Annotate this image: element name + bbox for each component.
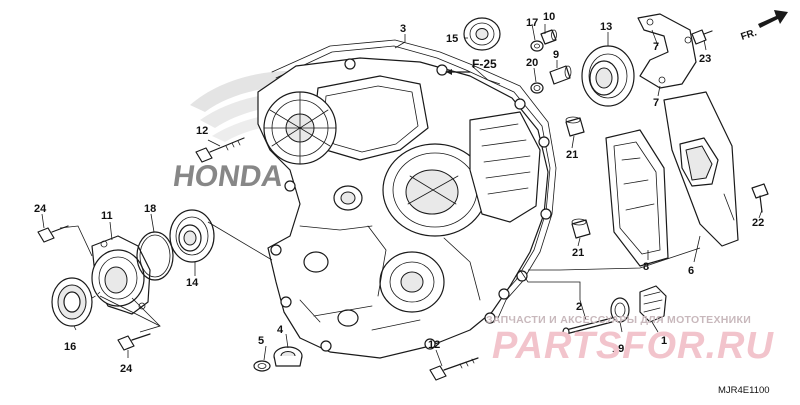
part-9-collar [549, 65, 572, 85]
part-1-sensor [639, 285, 667, 323]
callout-23: 23 [699, 53, 711, 65]
part-13-bearing [581, 45, 635, 107]
callout-19: 19 [612, 343, 624, 355]
callout-10: 10 [543, 11, 555, 23]
callout-2: 2 [576, 301, 582, 313]
callout-21-upper: 21 [566, 149, 578, 161]
callout-11: 11 [101, 210, 113, 222]
watermark: ЗАПЧАСТИ И АКСЕССУАРЫ ДЛЯ МОТОТЕХНИКИ PA… [486, 314, 774, 367]
part-21-dowel-lower [571, 218, 591, 239]
callout-24-upper: 24 [34, 203, 47, 215]
part-22-bolt [751, 183, 769, 213]
callout-numbers: 1 2 3 4 5 6 7 7 8 9 10 11 12 12 13 14 15… [34, 11, 764, 375]
callout-7-upper: 7 [653, 41, 659, 53]
direction-arrow-icon [758, 10, 788, 28]
callout-22: 22 [752, 217, 764, 229]
watermark-brand: PARTSFOR.RU [492, 325, 774, 367]
background-brand-text: HONDA [171, 160, 286, 193]
callout-16: 16 [64, 341, 76, 353]
part-10-dowel-pin [540, 29, 557, 45]
callout-15: 15 [446, 33, 458, 45]
callout-12-lower: 12 [428, 339, 440, 351]
part-23-bolt [691, 29, 713, 45]
part-3-gasket [271, 39, 557, 319]
part-8-gasket-plate [605, 129, 669, 267]
reference-f-25: F-25 [445, 57, 497, 75]
part-24-bolt-lower [117, 333, 151, 351]
watermark-tagline: ЗАПЧАСТИ И АКСЕССУАРЫ ДЛЯ МОТОТЕХНИКИ [486, 314, 751, 326]
callout-24-lower: 24 [120, 363, 133, 375]
direction-label: FR. [740, 27, 759, 43]
callout-8: 8 [643, 261, 649, 273]
part-4-fitting [273, 346, 303, 367]
part-7-bracket [637, 13, 697, 89]
callout-17: 17 [526, 17, 538, 29]
callout-4: 4 [277, 324, 284, 336]
part-21-dowel-upper [565, 116, 585, 137]
part-15-bearing [463, 17, 501, 51]
callout-3: 3 [400, 23, 406, 35]
callout-6: 6 [688, 265, 694, 277]
callout-20: 20 [526, 57, 538, 69]
part-20-o-ring [530, 82, 544, 94]
part-12-bolt-upper [195, 137, 245, 163]
part-5-o-ring [253, 360, 271, 372]
callout-9: 9 [553, 49, 559, 61]
part-24-bolt-left [37, 225, 69, 243]
callout-13: 13 [600, 21, 612, 33]
background-logo-text: HONDA [171, 160, 286, 193]
drawing-code: MJR4E1100 [718, 385, 770, 396]
part-11-bearing-housing [91, 235, 151, 315]
callout-1: 1 [661, 335, 667, 347]
callout-5: 5 [258, 335, 264, 347]
reference-label: F-25 [472, 57, 497, 71]
part-14-bearing [169, 209, 215, 263]
crankcase-cover [257, 57, 552, 359]
callout-21-lower: 21 [572, 247, 584, 259]
part-17-washer [530, 40, 544, 52]
callout-7-lower: 7 [653, 97, 659, 109]
callout-14: 14 [186, 277, 199, 289]
front-direction-indicator: FR. [740, 10, 788, 43]
callout-18: 18 [144, 203, 156, 215]
leader-lines [41, 23, 763, 367]
part-18-circlip [136, 231, 174, 281]
part-16-oil-seal [51, 277, 101, 327]
callout-12-upper: 12 [196, 125, 208, 137]
part-6-cover-plate [663, 91, 739, 247]
flange-bolt-bosses [270, 58, 552, 352]
part-12-bolt-lower [429, 357, 479, 381]
part-2-pipe [562, 317, 613, 337]
